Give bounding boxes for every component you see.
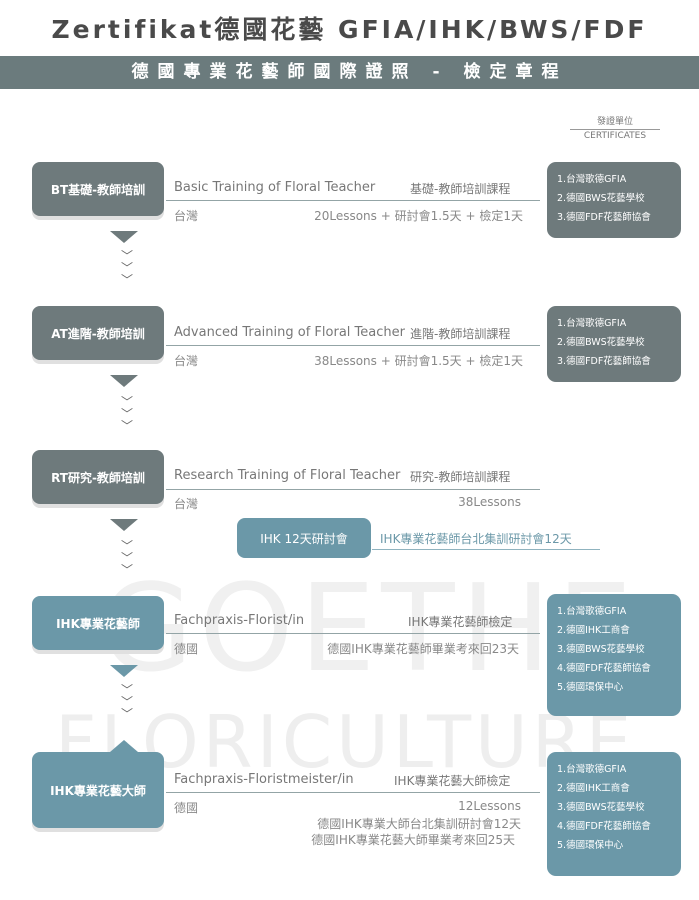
course-zh: 基礎-教師培訓課程 [410,182,511,196]
cert-box: 1.台灣歌德GFIA 2.德國BWS花藝學校 3.德國FDF花藝師協會 [547,162,681,238]
cert-item: 4.德國FDF花藝師協會 [557,821,651,832]
seminar-box: IHK 12天研討會 [237,518,371,558]
location: 德國 [174,801,199,815]
cert-item: 4.德國FDF花藝師協會 [557,663,651,674]
course-zh: 研究-教師培訓課程 [410,470,511,484]
stage-at-pointer [110,375,138,387]
watermark-line1: GOETHE [100,560,639,699]
course-detail: 38Lessons + 研討會1.5天 + 檢定1天 [314,354,523,368]
cert-box: 1.台灣歌德GFIA 2.德國IHK工商會 3.德國BWS花藝學校 4.德國FD… [547,594,681,716]
course-en: Basic Training of Floral Teacher [174,180,376,195]
stage-rt: RT研究-教師培訓 [32,450,164,504]
cert-box: 1.台灣歌德GFIA 2.德國IHK工商會 3.德國BWS花藝學校 4.德國FD… [547,752,681,876]
stage-ihk-florist: IHK專業花藝師 [32,596,164,650]
chevrons-icon: ﹀﹀﹀ [121,683,134,721]
course-detail-3: 德國IHK專業花藝大師畢業考來回25天 [311,833,515,847]
course-en: Advanced Training of Floral Teacher [174,325,405,340]
stage-rt-pointer [110,519,138,531]
divider [166,345,540,346]
cert-item: 3.德國BWS花藝學校 [557,802,645,813]
location: 德國 [174,642,199,656]
chevrons-icon: ﹀﹀﹀ [121,249,134,287]
location: 台灣 [174,209,199,223]
stage-at: AT進階-教師培訓 [32,306,164,360]
cert-header-en: CERTIFICATES [570,129,660,143]
cert-item: 5.德國環保中心 [557,682,624,693]
seminar-divider [372,549,600,550]
location: 台灣 [174,497,199,511]
chevrons-icon: ﹀﹀﹀ [121,395,134,433]
divider [166,633,540,634]
banner: 德國專業花藝師國際證照 - 檢定章程 [0,56,699,89]
course-en: Research Training of Floral Teacher [174,468,401,483]
cert-box: 1.台灣歌德GFIA 2.德國BWS花藝學校 3.德國FDF花藝師協會 [547,306,681,382]
stage-ihk-master: IHK專業花藝大師 [32,752,164,828]
stage-master-pointer [110,740,138,752]
divider [166,489,540,490]
stage-ihk-pointer [110,665,138,677]
stage-bt-pointer [110,231,138,243]
course-detail: 38Lessons [458,495,521,509]
seminar-note: IHK專業花藝師台北集訓研討會12天 [380,532,572,546]
cert-item: 3.德國FDF花藝師協會 [557,356,651,367]
cert-item: 1.台灣歌德GFIA [557,764,627,775]
page-title: Zertifikat德國花藝 GFIA/IHK/BWS/FDF [51,15,648,44]
cert-item: 3.德國BWS花藝學校 [557,644,645,655]
course-zh: 進階-教師培訓課程 [410,327,511,341]
cert-header-zh: 發證單位 [596,117,633,127]
course-detail: 12Lessons [458,799,521,813]
cert-item: 2.德國IHK工商會 [557,625,630,636]
divider [166,792,540,793]
cert-item: 1.台灣歌德GFIA [557,174,627,185]
chevrons-icon: ﹀﹀﹀ [121,539,134,577]
stage-bt: BT基礎-教師培訓 [32,162,164,216]
course-detail-2: 德國IHK專業大師台北集訓研討會12天 [317,817,521,831]
divider [166,200,540,201]
cert-item: 1.台灣歌德GFIA [557,318,627,329]
cert-header: 發證單位 CERTIFICATES [570,116,660,143]
course-zh: IHK專業花藝師檢定 [408,615,513,629]
location: 台灣 [174,354,199,368]
cert-item: 2.德國BWS花藝學校 [557,337,645,348]
course-detail: 20Lessons + 研討會1.5天 + 檢定1天 [314,209,523,223]
course-detail: 德國IHK專業花藝師畢業考來回23天 [327,642,519,656]
course-zh: IHK專業花藝大師檢定 [394,774,511,788]
course-en: Fachpraxis-Florist/in [174,613,305,628]
cert-item: 3.德國FDF花藝師協會 [557,212,651,223]
course-en: Fachpraxis-Floristmeister/in [174,772,354,787]
cert-item: 5.德國環保中心 [557,840,624,851]
cert-item: 1.台灣歌德GFIA [557,606,627,617]
cert-item: 2.德國BWS花藝學校 [557,193,645,204]
cert-item: 2.德國IHK工商會 [557,783,630,794]
